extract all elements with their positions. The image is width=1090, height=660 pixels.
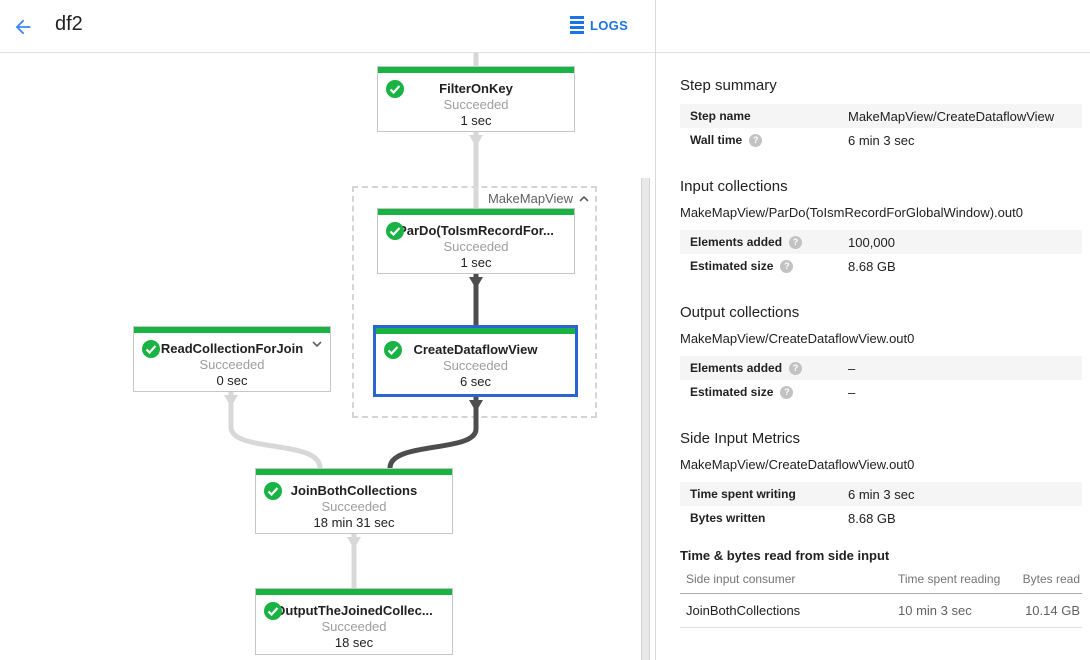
step-name-value: MakeMapView/CreateDataflowView: [848, 108, 1055, 124]
estimated-size-value: 8.68 GB: [848, 258, 896, 274]
graph-edges: [224, 53, 483, 588]
step-detail-panel: Step Step summary Step name MakeMapView/…: [656, 0, 1090, 660]
node-filteronkey[interactable]: FilterOnKey Succeeded 1 sec: [377, 66, 575, 132]
side-input-table: Side input consumer Time spent reading B…: [680, 565, 1082, 628]
node-outputthejoinedcollection[interactable]: OutputTheJoinedCollec... Succeeded 18 se…: [255, 588, 453, 655]
back-button[interactable]: [8, 12, 38, 42]
input-collections-heading: Input collections: [680, 178, 788, 195]
node-title: FilterOnKey: [439, 81, 513, 96]
node-status-strip: [378, 67, 574, 73]
elements-added-value: 100,000: [848, 234, 895, 250]
bytes-cell: 10.14 GB: [1010, 593, 1082, 628]
elements-added-label: Elements added: [690, 361, 848, 375]
help-icon[interactable]: [780, 385, 794, 399]
help-icon[interactable]: [749, 133, 763, 147]
node-time: 1 sec: [460, 113, 492, 128]
node-status: Succeeded: [442, 358, 509, 373]
node-status-strip: [256, 589, 452, 595]
help-icon[interactable]: [789, 235, 803, 249]
node-status-strip: [256, 469, 452, 475]
node-time: 0 sec: [216, 373, 248, 388]
wall-time-label: Wall time: [690, 133, 848, 147]
pipeline-graph-panel: MakeMapView FilterOnKey Succeeded 1 sec: [0, 53, 656, 660]
success-check-icon: [386, 80, 404, 98]
output-collection-name: MakeMapView/CreateDataflowView.out0: [680, 331, 915, 346]
output-collections-heading: Output collections: [680, 304, 800, 321]
wall-time-value: 6 min 3 sec: [848, 132, 915, 148]
estimated-size-value: –: [848, 384, 856, 400]
group-label-makemapview[interactable]: MakeMapView: [488, 191, 589, 206]
node-status: Succeeded: [199, 357, 265, 372]
node-time: 18 sec: [334, 635, 374, 650]
node-title: CreateDataflowView: [413, 342, 538, 357]
success-check-icon: [384, 341, 402, 359]
bytes-written-row: Bytes written 8.68 GB: [680, 506, 1082, 530]
node-status: Succeeded: [443, 239, 509, 254]
node-createdataflowview-selected[interactable]: CreateDataflowView Succeeded 6 sec: [373, 325, 578, 397]
graph-vertical-scrollbar[interactable]: [641, 178, 650, 660]
step-name-label: Step name: [690, 109, 751, 123]
node-pardo-toismrecord[interactable]: ParDo(ToIsmRecordFor... Succeeded 1 sec: [377, 208, 575, 274]
logs-button[interactable]: LOGS: [570, 16, 628, 34]
side-input-collection-name: MakeMapView/CreateDataflowView.out0: [680, 457, 915, 472]
step-name-row: Step name MakeMapView/CreateDataflowView: [680, 104, 1082, 128]
output-estimated-size-row: Estimated size –: [680, 380, 1082, 404]
success-check-icon: [264, 602, 282, 620]
consumer-cell: JoinBothCollections: [680, 593, 892, 628]
panel-divider: [655, 0, 656, 53]
input-estimated-size-row: Estimated size 8.68 GB: [680, 254, 1082, 278]
col-side-input-consumer: Side input consumer: [680, 565, 892, 594]
elements-added-label: Elements added: [690, 235, 848, 249]
group-label-text: MakeMapView: [487, 191, 573, 206]
node-status-strip: [378, 209, 574, 215]
node-status: Succeeded: [321, 619, 387, 634]
node-readcollectionforjoin[interactable]: ReadCollectionForJoin Succeeded 0 sec: [133, 326, 331, 392]
step-panel-body: Step summary Step name MakeMapView/Creat…: [656, 53, 1090, 628]
node-status: Succeeded: [321, 499, 387, 514]
estimated-size-label: Estimated size: [690, 259, 848, 273]
time-spent-writing-value: 6 min 3 sec: [848, 486, 915, 502]
step-summary-heading: Step summary: [680, 77, 777, 94]
side-input-table-title: Time & bytes read from side input: [680, 548, 890, 563]
side-input-metrics-heading: Side Input Metrics: [680, 430, 801, 447]
node-status-strip: [134, 327, 330, 333]
back-arrow-icon: [15, 19, 31, 35]
node-status: Succeeded: [443, 97, 509, 112]
node-time: 1 sec: [460, 255, 492, 270]
col-time-spent-reading: Time spent reading: [892, 565, 1010, 594]
list-icon: [570, 16, 584, 34]
success-check-icon: [142, 340, 160, 358]
input-elements-added-row: Elements added 100,000: [680, 230, 1082, 254]
help-icon[interactable]: [780, 259, 794, 273]
table-row: JoinBothCollections 10 min 3 sec 10.14 G…: [680, 593, 1082, 628]
success-check-icon: [264, 482, 282, 500]
col-bytes-read: Bytes read: [1010, 565, 1082, 594]
elements-added-value: –: [848, 360, 856, 376]
node-title: OutputTheJoinedCollec...: [275, 603, 433, 618]
input-collection-name: MakeMapView/ParDo(ToIsmRecordForGlobalWi…: [680, 205, 1023, 220]
node-time: 18 min 31 sec: [313, 515, 395, 530]
bytes-written-value: 8.68 GB: [848, 510, 896, 526]
time-spent-writing-row: Time spent writing 6 min 3 sec: [680, 482, 1082, 506]
output-elements-added-row: Elements added –: [680, 356, 1082, 380]
node-title: JoinBothCollections: [290, 483, 418, 498]
job-title: df2: [55, 13, 83, 35]
wall-time-row: Wall time 6 min 3 sec: [680, 128, 1082, 152]
node-status-strip: [376, 328, 575, 334]
chevron-up-icon: [579, 195, 589, 202]
node-joinbothcollections[interactable]: JoinBothCollections Succeeded 18 min 31 …: [255, 468, 453, 534]
time-cell: 10 min 3 sec: [892, 593, 1010, 628]
time-spent-writing-label: Time spent writing: [690, 487, 796, 501]
top-bar: df2 LOGS: [0, 0, 1090, 53]
help-icon[interactable]: [789, 361, 803, 375]
bytes-written-label: Bytes written: [690, 511, 766, 525]
chevron-down-icon[interactable]: [312, 341, 322, 347]
node-title: ParDo(ToIsmRecordFor...: [398, 223, 554, 238]
success-check-icon: [386, 222, 404, 240]
node-time: 6 sec: [459, 374, 492, 389]
estimated-size-label: Estimated size: [690, 385, 848, 399]
logs-label: LOGS: [590, 17, 629, 33]
node-title: ReadCollectionForJoin: [160, 341, 304, 356]
table-header-row: Side input consumer Time spent reading B…: [680, 565, 1082, 594]
